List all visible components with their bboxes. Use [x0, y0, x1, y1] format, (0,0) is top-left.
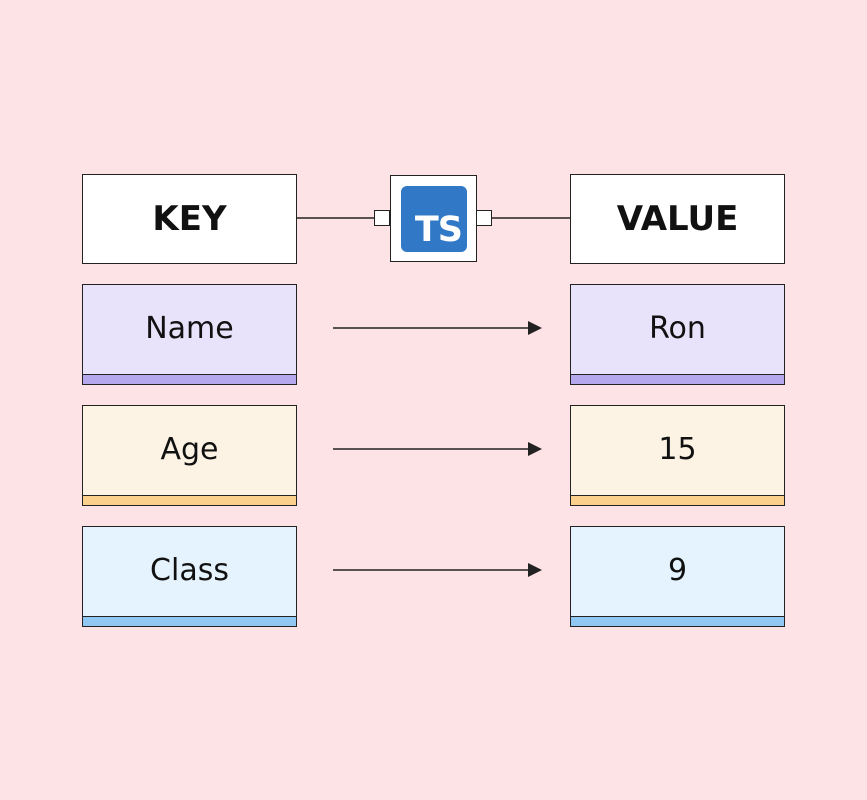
typescript-logo-frame: TS — [390, 175, 477, 262]
value-box-class: 9 — [570, 526, 785, 627]
key-box-age: Age — [82, 405, 297, 506]
key-label: Class — [150, 553, 229, 588]
value-header: VALUE — [570, 174, 785, 264]
key-header: KEY — [82, 174, 297, 264]
key-label: Name — [145, 311, 234, 346]
arrow-age — [333, 442, 542, 456]
arrow-name — [333, 321, 542, 335]
value-strip — [571, 616, 784, 626]
value-label: Ron — [649, 311, 706, 346]
value-strip — [571, 374, 784, 384]
key-label: Age — [160, 432, 219, 467]
value-box-name: Ron — [570, 284, 785, 385]
value-strip — [571, 495, 784, 505]
typescript-logo-text: TS — [414, 210, 463, 250]
arrow-class — [333, 563, 542, 577]
key-header-label: KEY — [152, 199, 227, 239]
right-port — [476, 210, 492, 226]
left-port — [374, 210, 390, 226]
value-box-age: 15 — [570, 405, 785, 506]
key-strip — [83, 495, 296, 505]
key-box-name: Name — [82, 284, 297, 385]
value-header-label: VALUE — [616, 199, 739, 239]
typescript-logo-icon: TS — [401, 186, 467, 252]
value-label: 9 — [667, 553, 688, 588]
value-label: 15 — [658, 432, 697, 467]
key-strip — [83, 616, 296, 626]
key-strip — [83, 374, 296, 384]
key-box-class: Class — [82, 526, 297, 627]
